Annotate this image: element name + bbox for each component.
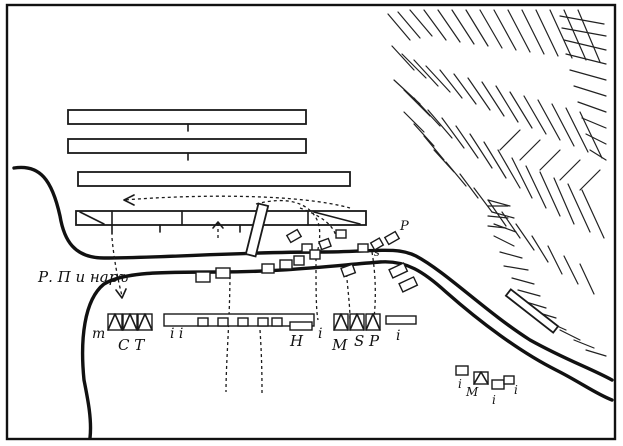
infantry-formation (163, 313, 417, 331)
movement-arrow-top (123, 194, 351, 209)
label-i-mid: і (318, 326, 322, 342)
cavalry-group-right (333, 313, 381, 331)
camp-line-3 (77, 171, 351, 187)
movement-path-3 (315, 257, 319, 321)
north-bank-units (285, 228, 401, 253)
bridge (504, 288, 560, 334)
movement-path-1 (225, 269, 231, 393)
label-S-T: С Т (118, 336, 145, 354)
camp-line-2 (67, 138, 307, 154)
label-i-right: і (396, 328, 400, 344)
cavalry-group-left (107, 313, 153, 331)
diagonal-bar (244, 202, 270, 258)
label-M: М (331, 336, 348, 354)
camp-lines (67, 109, 367, 235)
label-P-top: P (399, 219, 409, 234)
movement-arrow-up (212, 221, 224, 238)
label-group-i-bottom: і (492, 393, 496, 407)
label-group-i-left: і (458, 377, 462, 391)
label-t-left: т (92, 326, 105, 342)
river-right-bank (80, 260, 614, 440)
label-S-P: S P (354, 332, 380, 350)
movement-path-5 (371, 251, 376, 319)
movement-path-arc (255, 200, 321, 259)
label-group-i-right: і (514, 383, 518, 397)
label-s-small: s (374, 246, 380, 259)
camp-line-1 (67, 109, 307, 125)
label-H: Н (289, 332, 304, 350)
south-bank-units (195, 249, 419, 293)
hill-hachures (387, 9, 607, 357)
movement-path-2 (259, 329, 263, 397)
movement-arrow-down (111, 237, 127, 299)
label-group-M: М (465, 385, 479, 399)
label-i-i: і і (170, 326, 183, 342)
bottom-right-units (455, 365, 515, 390)
river-label: Р. П и наръ (37, 268, 128, 286)
camp-line-4 (75, 210, 367, 226)
map-frame (5, 3, 617, 441)
